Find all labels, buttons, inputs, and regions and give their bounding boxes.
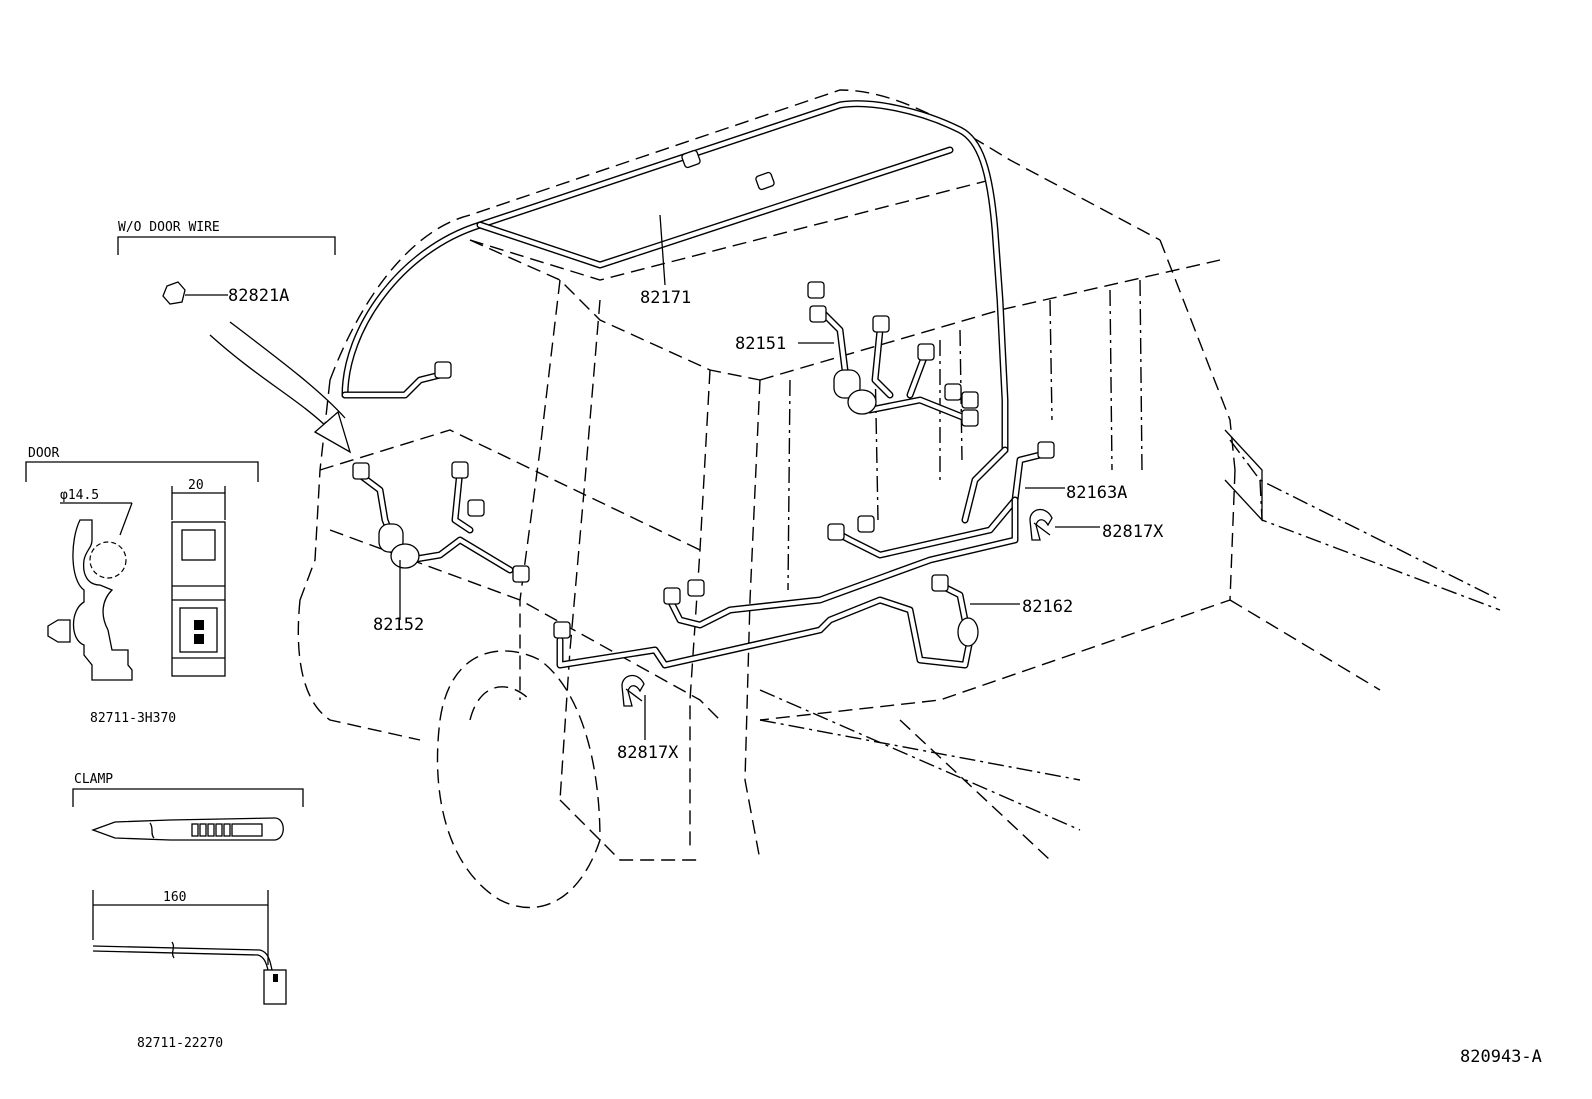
leader-lines: [185, 294, 1100, 740]
clamp-title: CLAMP: [74, 772, 113, 787]
clip-82817X-upper: [1029, 508, 1053, 541]
door-clip-inset: [25, 461, 259, 681]
callout-82152: 82152: [373, 615, 424, 635]
callout-82171: 82171: [640, 288, 691, 308]
harness-82163A: [663, 441, 1055, 629]
dimension-diameter: φ14.5: [60, 488, 99, 503]
callout-82151: 82151: [735, 334, 786, 354]
dimension-length: 160: [163, 890, 186, 905]
callout-82821A: 82821A: [228, 286, 289, 306]
diagram-id: 820943-A: [1460, 1047, 1542, 1067]
callout-82163A: 82163A: [1066, 483, 1127, 503]
harness-82151: [807, 281, 979, 427]
door-title: DOOR: [28, 446, 59, 461]
vehicle-body-outline: [297, 89, 1501, 909]
dimension-width: 20: [188, 478, 204, 493]
clamp-inset: [72, 788, 304, 1005]
door-clip-part-number: 82711-3H370: [90, 711, 176, 726]
wo-door-wire-inset: [117, 236, 352, 454]
callout-82162: 82162: [1022, 597, 1073, 617]
callout-82817X-upper: 82817X: [1102, 522, 1164, 542]
harness-82152: [352, 461, 530, 583]
callout-82817X-lower: 82817X: [617, 743, 679, 763]
clamp-part-number: 82711-22270: [137, 1036, 223, 1051]
roof-harness-82171: [341, 100, 1009, 454]
wo-door-wire-title: W/O DOOR WIRE: [118, 220, 220, 235]
harness-82162: [553, 574, 979, 669]
clip-82817X-lower: [621, 674, 645, 707]
text-labels: W/O DOOR WIRE DOOR CLAMP φ14.5 20 160 82…: [28, 220, 1542, 1067]
